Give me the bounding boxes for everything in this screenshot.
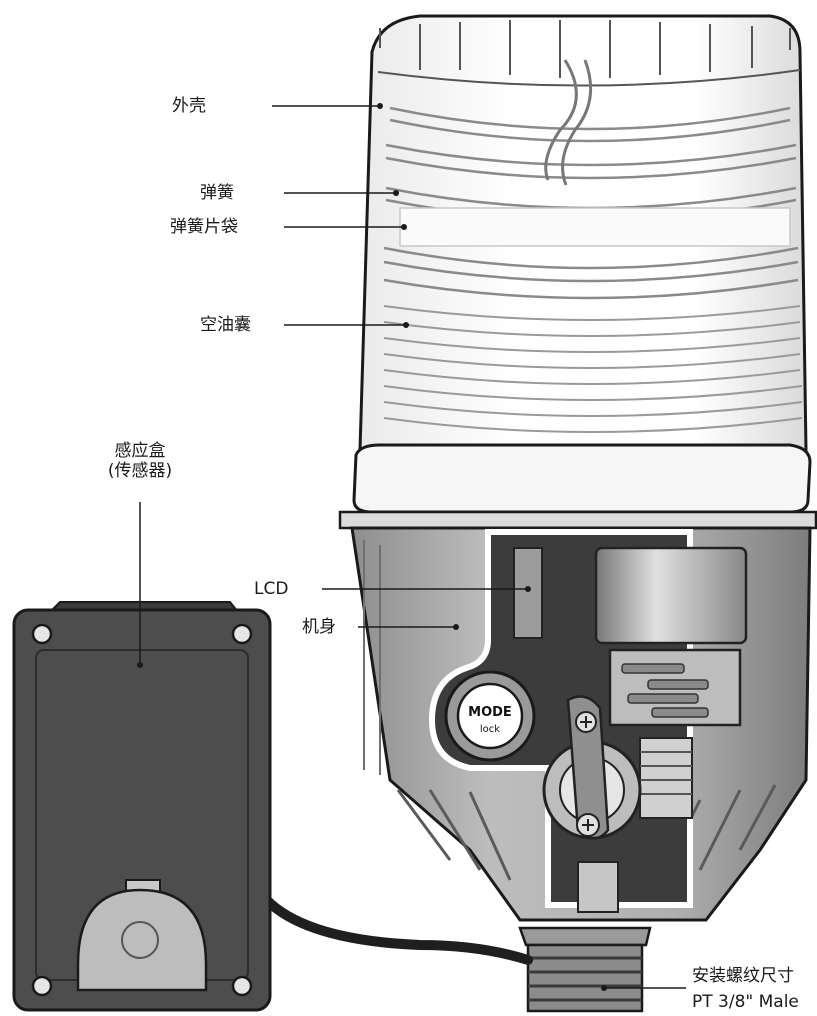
oil-bladder-ribs xyxy=(383,305,803,433)
label-oil-bladder: 空油囊 xyxy=(200,315,251,335)
label-spring-bag: 弹簧片袋 xyxy=(170,217,238,237)
motor xyxy=(594,546,748,645)
main-body xyxy=(350,526,812,922)
label-thread: 安装螺纹尺寸 PT 3/8" Male xyxy=(692,966,799,1012)
label-sensor-box-line1: 感应盒 xyxy=(114,441,166,461)
sensor-cable xyxy=(257,890,533,965)
lcd-panel xyxy=(513,547,543,639)
label-shell: 外壳 xyxy=(172,96,206,116)
shell-base-ring xyxy=(338,443,817,530)
mode-button-sublabel: lock xyxy=(480,724,500,735)
sensor-box xyxy=(12,601,272,1012)
leader-dots xyxy=(137,103,607,991)
label-spring: 弹簧 xyxy=(200,183,234,203)
mode-button-label: MODE xyxy=(468,705,512,720)
piston-spring xyxy=(639,737,693,819)
label-thread-line1: 安装螺纹尺寸 xyxy=(692,966,794,986)
mode-button: MODE lock xyxy=(444,670,536,762)
leader-lines xyxy=(139,105,686,989)
label-sensor-box-line2: (传感器) xyxy=(107,461,173,481)
label-lcd: LCD xyxy=(254,579,289,599)
spring-bag-band xyxy=(399,207,791,247)
label-sensor-box: 感应盒 (传感器) xyxy=(80,441,200,481)
label-body: 机身 xyxy=(302,617,336,637)
label-thread-line2: PT 3/8" Male xyxy=(692,992,799,1012)
threaded-outlet xyxy=(518,926,652,1013)
